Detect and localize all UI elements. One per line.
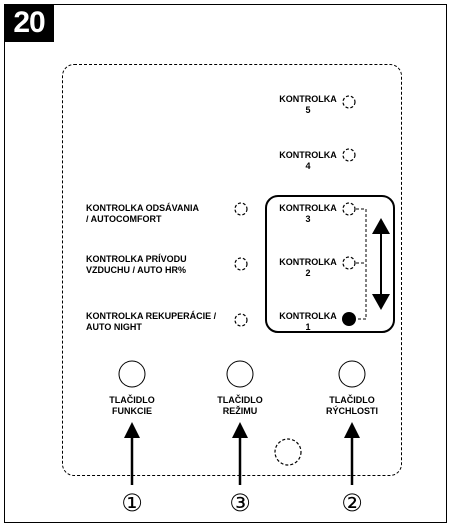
arrow-up-icon (372, 218, 390, 234)
function-arrow-icon (124, 422, 140, 438)
led-4-icon (342, 148, 356, 162)
recuperation-indicator-line2: AUTO NIGHT (86, 322, 142, 332)
speed-group-box (265, 195, 395, 333)
speed-button-line1: TLAČIDLO (329, 395, 375, 405)
indicator-2-label: KONTROLKA 2 (276, 257, 340, 279)
function-button[interactable] (118, 360, 146, 388)
exhaust-indicator-label: KONTROLKA ODSÁVANIA / AUTOCOMFORT (86, 203, 199, 225)
sensor-icon (274, 438, 302, 466)
supply-indicator-label: KONTROLKA PRÍVODU VZDUCHU / AUTO HR% (86, 254, 187, 276)
supply-indicator-line1: KONTROLKA PRÍVODU (86, 254, 187, 264)
indicator-1-text: KONTROLKA (279, 311, 337, 321)
speed-button-label: TLAČIDLO RÝCHLOSTI (318, 395, 386, 417)
mode-button-line2: REŽIMU (222, 406, 258, 416)
led-1-lit-icon (342, 312, 356, 326)
indicator-5-number: 5 (305, 105, 311, 115)
indicator-2-text: KONTROLKA (279, 257, 337, 267)
exhaust-led-icon (234, 202, 248, 216)
indicator-4-number: 4 (305, 161, 311, 171)
indicator-3-number: 3 (305, 214, 311, 224)
indicator-4-text: KONTROLKA (279, 150, 337, 160)
speed-button-line2: RÝCHLOSTI (325, 406, 378, 416)
speed-connector (356, 208, 367, 320)
mode-arrow-icon (232, 422, 248, 438)
figure-number: 20 (4, 4, 54, 42)
speed-button[interactable] (338, 360, 366, 388)
arrow-down-icon (372, 294, 390, 310)
function-button-line1: TLAČIDLO (109, 395, 155, 405)
indicator-2-number: 2 (305, 268, 311, 278)
indicator-1-label: KONTROLKA 1 (276, 311, 340, 333)
callout-2: ② (341, 489, 363, 517)
mode-button[interactable] (226, 360, 254, 388)
function-button-line2: FUNKCIE (112, 406, 152, 416)
recuperation-led-icon (234, 313, 248, 327)
indicator-4-label: KONTROLKA 4 (276, 150, 340, 172)
control-panel-outline (62, 64, 402, 476)
supply-led-icon (234, 257, 248, 271)
exhaust-indicator-line2: / AUTOCOMFORT (86, 214, 162, 224)
figure-frame (4, 4, 447, 523)
recuperation-indicator-line1: KONTROLKA REKUPERÁCIE / (86, 311, 217, 321)
speed-arrow-icon (344, 422, 360, 438)
led-3-icon (342, 202, 356, 216)
indicator-3-text: KONTROLKA (279, 203, 337, 213)
callout-1: ① (121, 489, 143, 517)
recuperation-indicator-label: KONTROLKA REKUPERÁCIE / AUTO NIGHT (86, 311, 216, 333)
mode-button-line1: TLAČIDLO (217, 395, 263, 405)
mode-button-label: TLAČIDLO REŽIMU (208, 395, 272, 417)
led-2-icon (342, 256, 356, 270)
led-5-icon (342, 95, 356, 109)
indicator-5-label: KONTROLKA 5 (276, 94, 340, 116)
exhaust-indicator-line1: KONTROLKA ODSÁVANIA (86, 203, 199, 213)
indicator-3-label: KONTROLKA 3 (276, 203, 340, 225)
indicator-1-number: 1 (305, 322, 311, 332)
callout-3: ③ (229, 489, 251, 517)
indicator-5-text: KONTROLKA (279, 94, 337, 104)
function-button-label: TLAČIDLO FUNKCIE (100, 395, 164, 417)
supply-indicator-line2: VZDUCHU / AUTO HR% (86, 265, 187, 275)
